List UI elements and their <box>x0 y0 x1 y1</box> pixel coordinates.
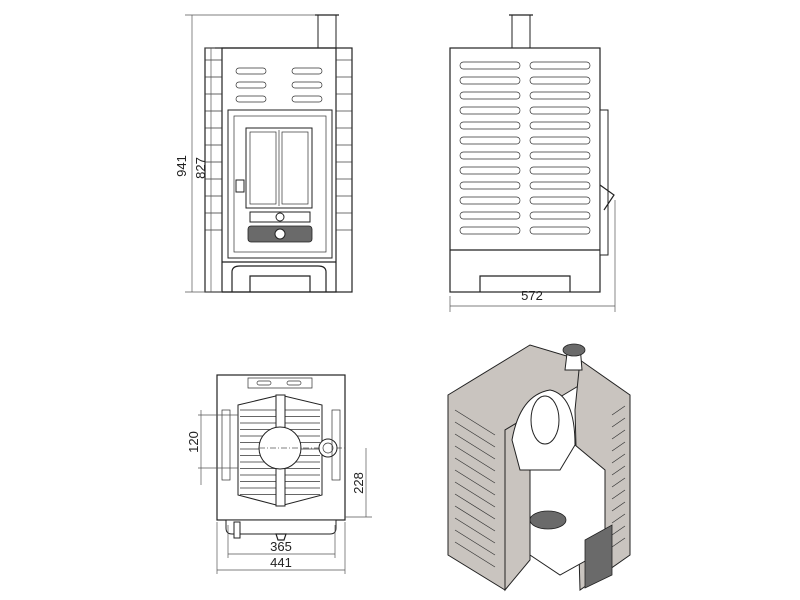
side-slot <box>459 226 521 235</box>
dim-height-total: 941 <box>174 155 189 177</box>
dim-height-body: 827 <box>193 157 208 179</box>
grate <box>529 510 567 530</box>
side-slot <box>459 151 521 160</box>
dim-depth: 572 <box>521 288 543 303</box>
side-slot <box>529 106 591 115</box>
iso-slot <box>611 513 626 524</box>
iso-slot <box>454 493 496 520</box>
side-slot <box>459 181 521 190</box>
side-slot <box>529 61 591 70</box>
iso-slot <box>454 445 496 472</box>
side-slot <box>459 196 521 205</box>
iso-slot <box>454 505 496 532</box>
iso-slot <box>611 453 626 464</box>
side-slot <box>529 226 591 235</box>
dim-outer-width: 441 <box>270 555 292 570</box>
side-slot <box>529 91 591 100</box>
iso-slot <box>454 481 496 508</box>
side-slot <box>459 166 521 175</box>
side-slot <box>459 61 521 70</box>
iso-slot <box>454 469 496 496</box>
door-handle-icon <box>599 184 615 211</box>
side-slot <box>459 76 521 85</box>
front-lip <box>225 519 337 535</box>
iso-slot <box>454 421 496 448</box>
vent-slot <box>291 67 323 75</box>
air-controls <box>584 524 613 589</box>
side-view: 572 <box>449 14 616 312</box>
side-slot <box>459 106 521 115</box>
dim-flue-side: 228 <box>351 472 366 494</box>
iso-slot <box>611 537 626 548</box>
iso-slot <box>611 429 626 440</box>
side-slot <box>529 136 591 145</box>
door-handle-icon <box>235 179 245 193</box>
side-slot <box>529 121 591 130</box>
side-slot <box>459 211 521 220</box>
side-slot <box>529 151 591 160</box>
front-view: 941 827 <box>174 14 353 293</box>
iso-slot <box>454 457 496 484</box>
iso-slot <box>611 525 626 536</box>
iso-slot <box>454 409 496 436</box>
side-slot <box>459 136 521 145</box>
vent-slot <box>235 81 267 89</box>
side-slot <box>529 211 591 220</box>
iso-slot <box>454 433 496 460</box>
vent-slot <box>291 81 323 89</box>
stove-base <box>222 261 336 292</box>
side-slot <box>529 166 591 175</box>
vent-slot <box>235 95 267 103</box>
side-panel-slats <box>459 61 591 235</box>
side-slats <box>205 59 352 231</box>
iso-slot <box>454 529 496 556</box>
chimney-pipe <box>511 14 531 49</box>
side-slot <box>529 181 591 190</box>
iso-slot <box>611 417 626 428</box>
iso-slot <box>611 465 626 476</box>
dim-inner-width: 365 <box>270 539 292 554</box>
iso-slot <box>454 517 496 544</box>
door-profile <box>599 109 609 256</box>
side-slot <box>529 76 591 85</box>
dim-flue-offset: 120 <box>186 431 201 453</box>
vent-slot <box>235 67 267 75</box>
iso-slot <box>611 489 626 500</box>
iso-slot <box>611 477 626 488</box>
iso-slot <box>611 441 626 452</box>
side-slot <box>529 196 591 205</box>
side-slot <box>459 91 521 100</box>
iso-slot <box>454 541 496 568</box>
side-panel-outline <box>449 47 601 293</box>
isometric-cutaway-view <box>447 343 631 592</box>
vent-slot <box>291 95 323 103</box>
iso-slot <box>611 501 626 512</box>
top-view: 120 228 365 441 <box>186 374 372 574</box>
air-inlet <box>318 438 338 458</box>
iso-slot <box>611 405 626 416</box>
side-slot <box>459 121 521 130</box>
chimney-pipe <box>317 14 337 49</box>
